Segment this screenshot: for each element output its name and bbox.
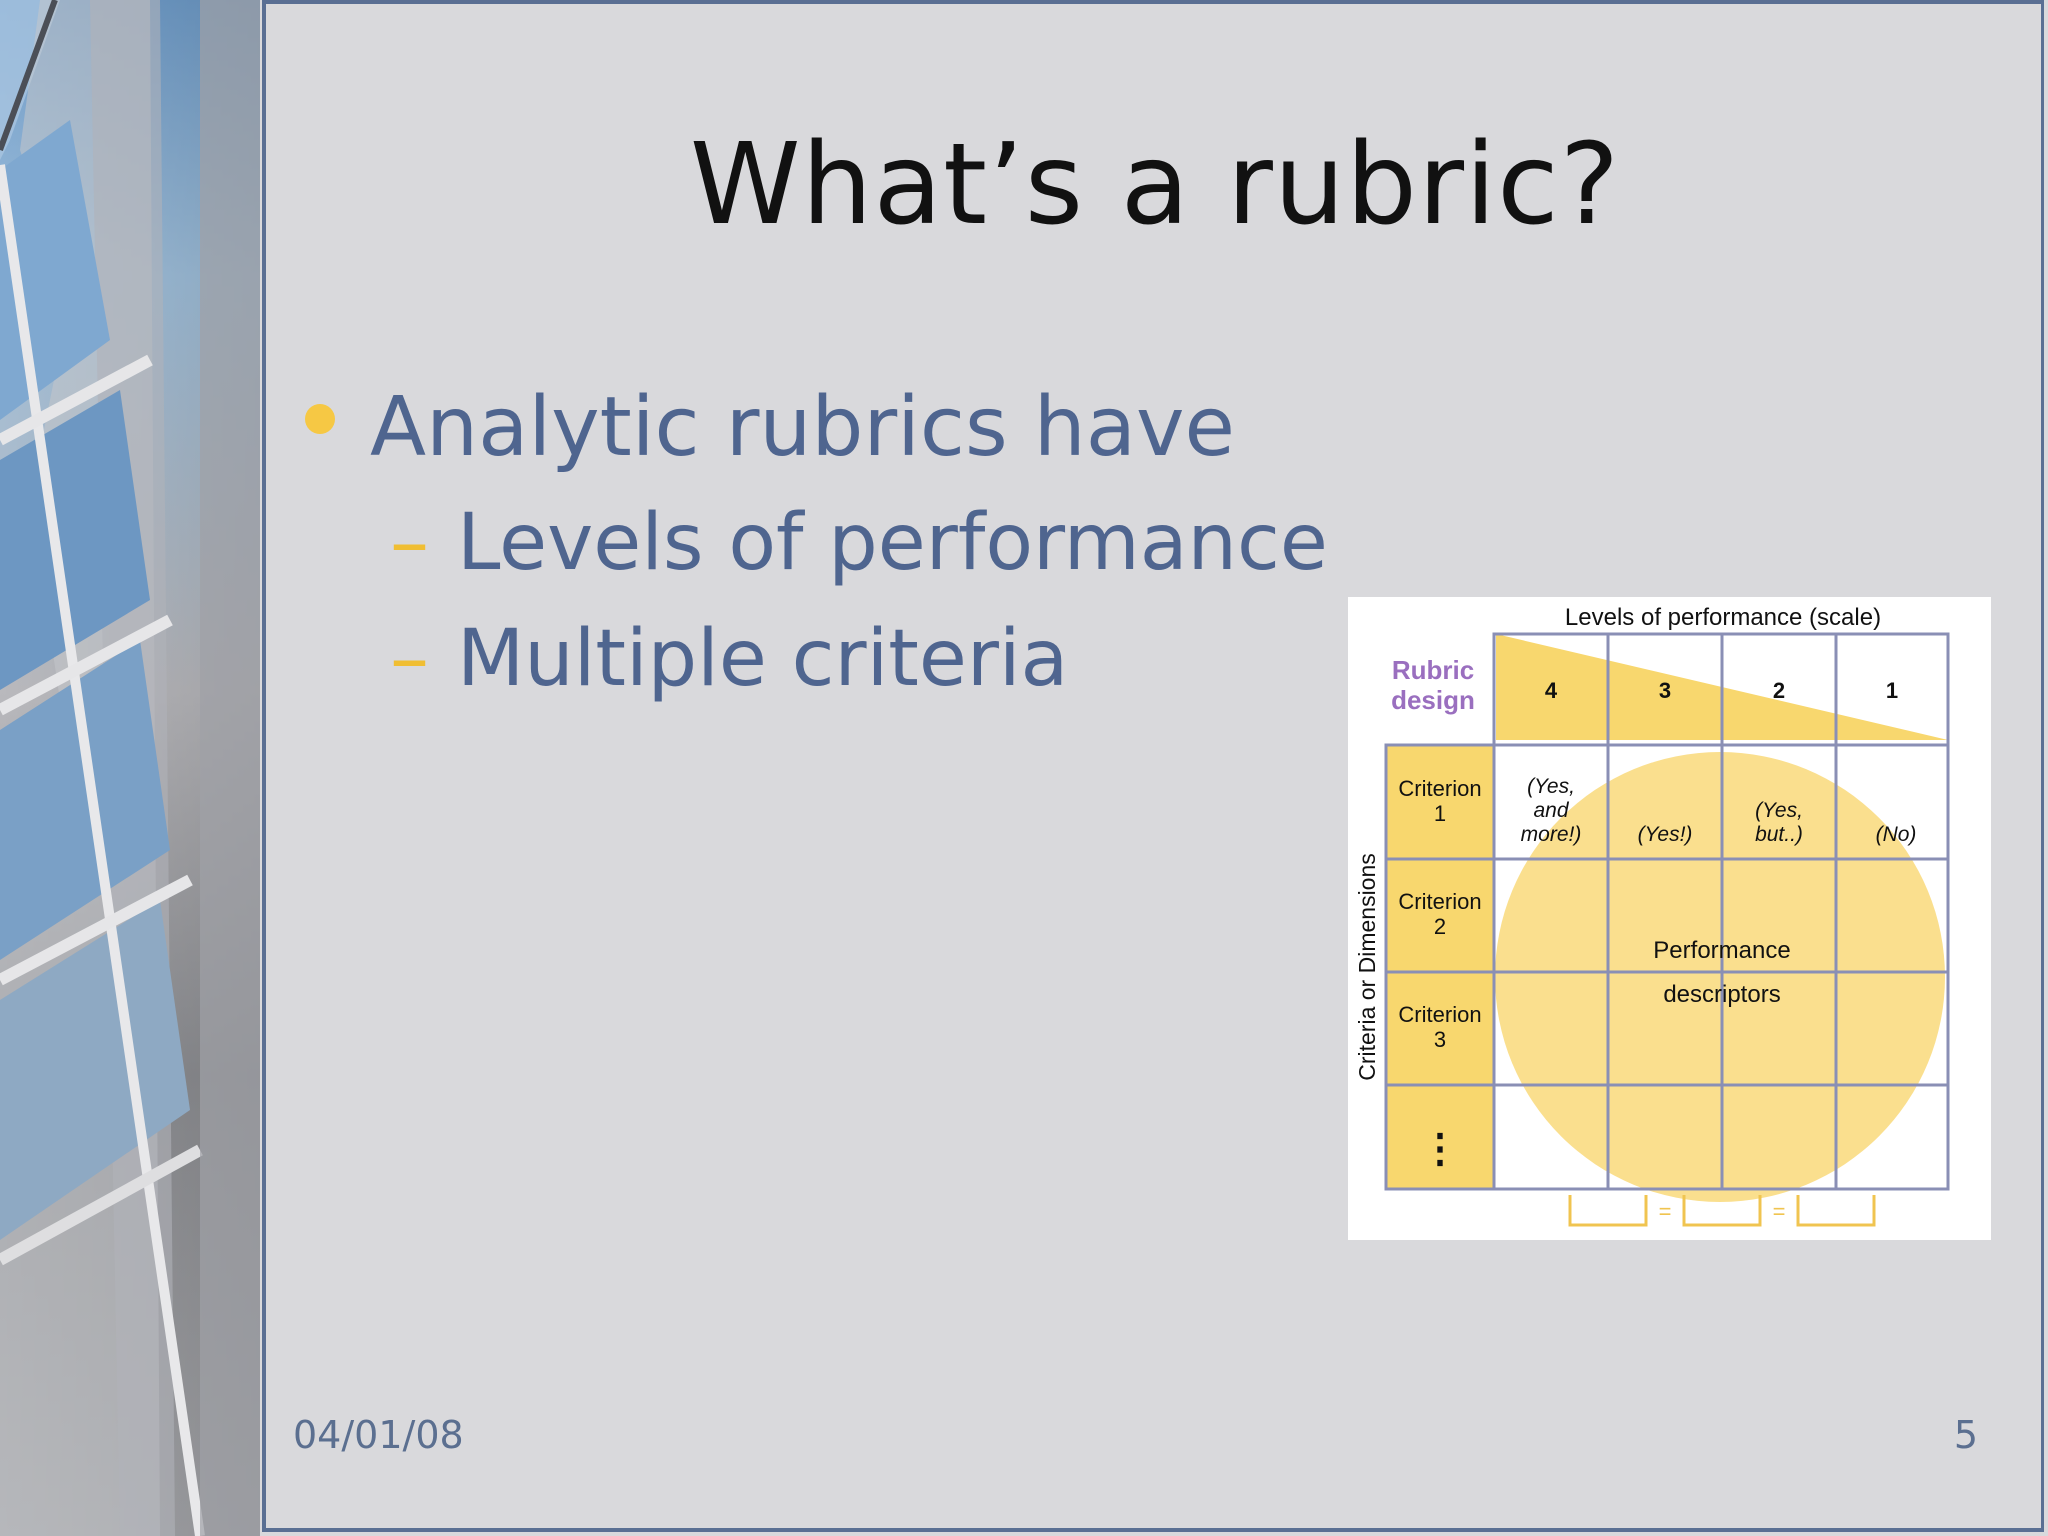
footer-date: 04/01/08 bbox=[293, 1413, 464, 1457]
level-3: 3 bbox=[1659, 678, 1671, 703]
criterion-2-label: Criterion bbox=[1398, 889, 1481, 914]
level-2: 2 bbox=[1773, 678, 1785, 703]
bullet-text: Analytic rubrics have bbox=[370, 380, 1236, 475]
desc-yes-more-2: and bbox=[1533, 799, 1569, 822]
equals-boxes bbox=[1568, 1195, 1876, 1227]
corner-label-rubric: Rubric bbox=[1392, 655, 1474, 685]
corner-label-design: design bbox=[1391, 685, 1475, 715]
criterion-1-label: Criterion bbox=[1398, 776, 1481, 801]
center-label-performance: Performance bbox=[1653, 937, 1790, 964]
equals-sign-2: = bbox=[1773, 1199, 1786, 1224]
subbullet-criteria: –Multiple criteria bbox=[390, 614, 1068, 704]
page-number: 5 bbox=[1953, 1413, 1978, 1457]
desc-yes-but-1: (Yes, bbox=[1755, 799, 1803, 822]
criterion-3-number: 3 bbox=[1434, 1027, 1446, 1052]
building-photo bbox=[0, 0, 260, 1536]
subbullet-label: Multiple criteria bbox=[457, 614, 1069, 704]
rubric-diagram: Levels of performance (scale) Rubric des… bbox=[1348, 597, 1991, 1240]
dash-icon: – bbox=[390, 498, 429, 588]
center-label-descriptors: descriptors bbox=[1663, 981, 1780, 1008]
criteria-ellipsis: ⋮ bbox=[1420, 1127, 1460, 1171]
level-4: 4 bbox=[1545, 678, 1558, 703]
desc-yes: (Yes!) bbox=[1638, 823, 1693, 846]
slide-title: What’s a rubric? bbox=[689, 120, 1621, 250]
criterion-1-number: 1 bbox=[1434, 801, 1446, 826]
desc-yes-more-1: (Yes, bbox=[1527, 775, 1575, 798]
dash-icon: – bbox=[390, 614, 429, 704]
criterion-3-label: Criterion bbox=[1398, 1002, 1481, 1027]
vertical-axis-label: Criteria or Dimensions bbox=[1354, 853, 1380, 1081]
desc-no: (No) bbox=[1876, 823, 1917, 846]
desc-yes-more-3: more!) bbox=[1521, 823, 1582, 846]
scale-title: Levels of performance (scale) bbox=[1565, 604, 1881, 631]
subbullet-levels: –Levels of performance bbox=[390, 498, 1328, 588]
criterion-2-number: 2 bbox=[1434, 914, 1446, 939]
subbullet-label: Levels of performance bbox=[457, 498, 1328, 588]
level-1: 1 bbox=[1886, 678, 1898, 703]
bullet-dot bbox=[305, 404, 335, 434]
equals-sign-1: = bbox=[1659, 1199, 1672, 1224]
desc-yes-but-2: but..) bbox=[1755, 823, 1803, 846]
